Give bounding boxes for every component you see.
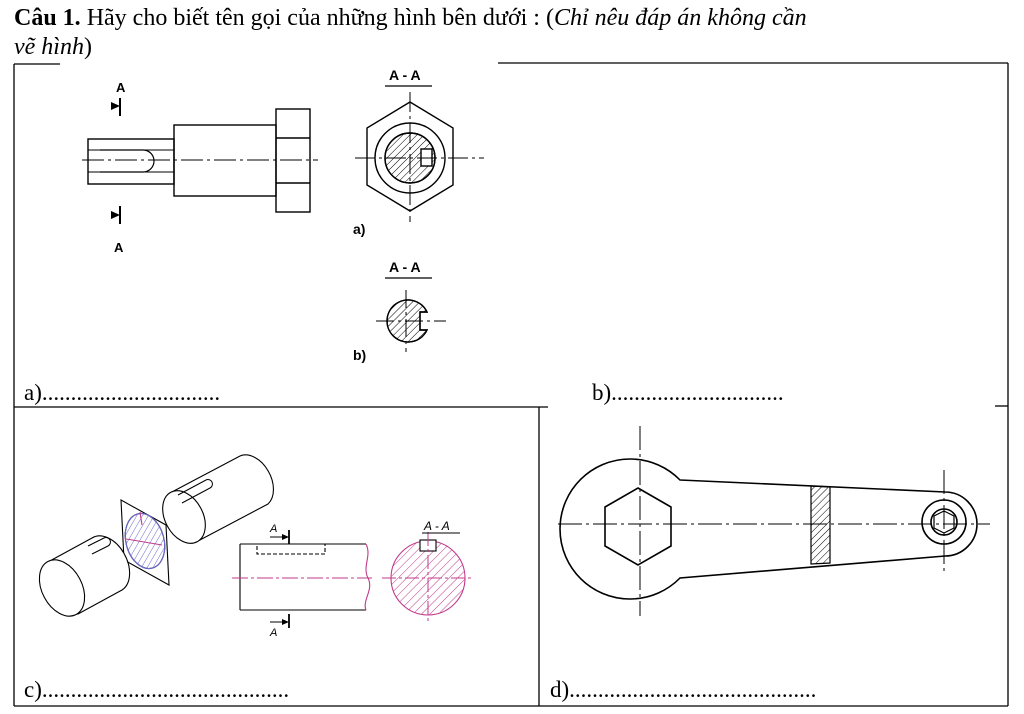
panel-a-section-view-a	[355, 85, 484, 222]
panel-a-section-view-b	[376, 277, 446, 352]
panel-c-section-view	[382, 532, 474, 624]
panel-c-view-title: A - A	[423, 519, 450, 533]
answer-table-grid	[13, 62, 1009, 707]
panel-a-section-mark-bottom: A	[114, 240, 124, 255]
question-label: Câu 1.	[14, 5, 81, 31]
question-note-1: Chỉ nêu đáp án không cần	[553, 5, 807, 31]
panel-a-view-title-b: A - A	[389, 259, 421, 275]
answer-c: c)......................................…	[24, 677, 290, 702]
answer-a: a)...............................	[24, 380, 221, 405]
panel-c-section-mark-bottom: A	[269, 627, 277, 639]
panel-a-view-title-a: A - A	[389, 67, 421, 83]
question-text: Hãy cho biết tên gọi của những hình bên …	[80, 5, 554, 31]
panel-a-sub-label-a: a)	[353, 221, 365, 237]
panel-a-side-view	[82, 98, 318, 224]
panel-a-sub-label-b: b)	[353, 347, 366, 363]
answer-d: d)......................................…	[550, 677, 817, 702]
panel-c-front-view	[232, 530, 372, 628]
panel-a-section-mark-top: A	[116, 80, 126, 95]
answer-b: b)..............................	[592, 380, 784, 405]
question-note-2: vẽ hình	[14, 34, 84, 60]
question-line-1: Câu 1. Hãy cho biết tên gọi của những hì…	[14, 4, 807, 32]
question-close-paren: )	[83, 34, 92, 60]
panel-c-isometric-view	[38, 454, 274, 617]
panel-d-wrench	[558, 426, 990, 616]
question-line-2: vẽ hình)	[14, 33, 92, 61]
panel-c-section-mark-top: A	[269, 523, 277, 535]
